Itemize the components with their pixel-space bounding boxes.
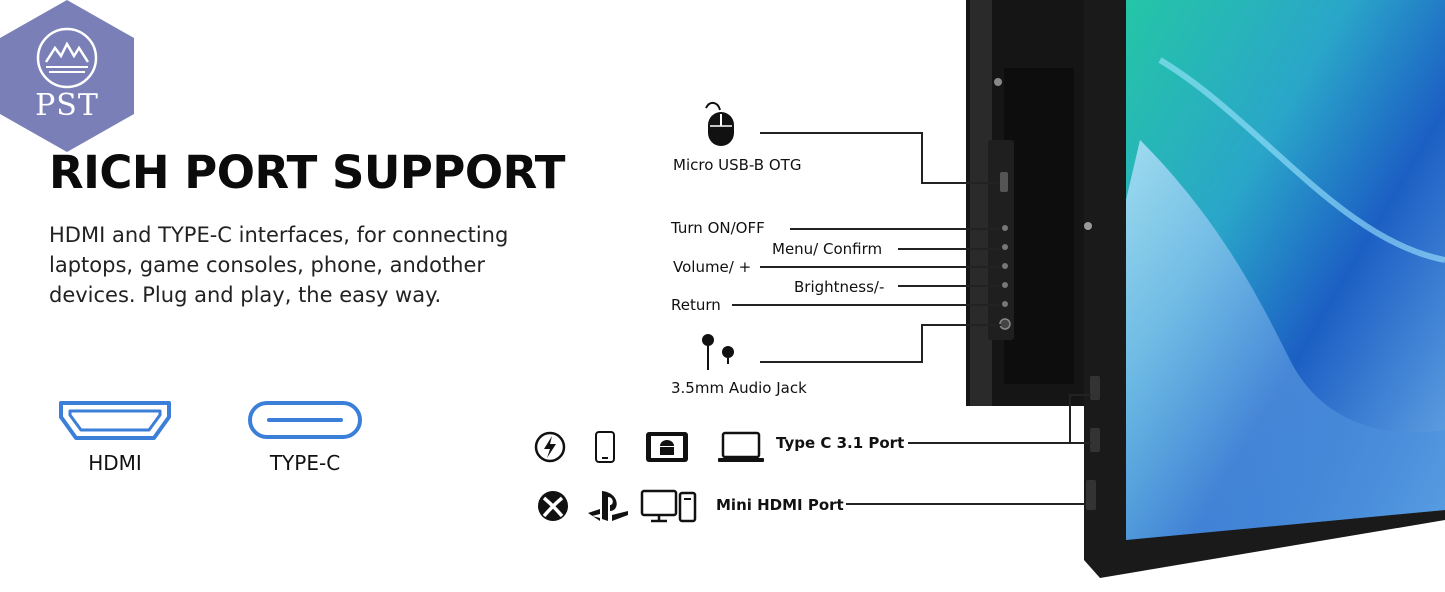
callout-type-c: Type C 3.1 Port — [776, 434, 905, 452]
leader-line — [921, 324, 923, 363]
leader-line — [921, 132, 923, 184]
hdmi-icon — [58, 400, 172, 446]
leader-line — [732, 304, 1000, 306]
callout-return: Return — [671, 296, 721, 314]
leader-line — [1069, 394, 1091, 396]
pst-logo: PST — [0, 0, 134, 152]
page-title: RICH PORT SUPPORT — [49, 146, 565, 199]
android-tablet-icon — [644, 430, 690, 468]
callout-brightness: Brightness/- — [794, 278, 885, 296]
playstation-icon — [586, 489, 630, 527]
monitor-illustration — [966, 0, 1445, 578]
leader-line — [760, 361, 922, 363]
callout-micro-usb: Micro USB-B OTG — [673, 156, 802, 174]
leader-line — [921, 324, 1001, 326]
leader-line — [921, 182, 999, 184]
leader-line — [760, 132, 922, 134]
laptop-icon — [716, 430, 766, 468]
callout-power: Turn ON/OFF — [671, 219, 765, 237]
type-c-icon — [247, 400, 363, 444]
leader-line — [760, 266, 1000, 268]
callout-menu: Menu/ Confirm — [772, 240, 883, 258]
logo-text: PST — [35, 88, 99, 123]
leader-line — [790, 228, 1000, 230]
description: HDMI and TYPE-C interfaces, for connecti… — [49, 223, 509, 307]
leader-line — [1069, 442, 1091, 444]
leader-line — [1069, 394, 1071, 444]
xbox-icon — [536, 489, 570, 527]
leader-line — [898, 248, 1000, 250]
leader-line — [898, 285, 1000, 287]
callout-volume: Volume/ + — [673, 258, 752, 276]
earphones-icon — [698, 332, 738, 376]
leader-line — [908, 442, 1070, 444]
callout-audio-jack: 3.5mm Audio Jack — [671, 379, 807, 397]
callout-mini-hdmi: Mini HDMI Port — [716, 496, 844, 514]
mouse-icon — [698, 98, 738, 152]
logo-hexagon — [0, 0, 134, 152]
port-label-hdmi: HDMI — [88, 451, 142, 475]
phone-icon — [594, 430, 616, 468]
port-label-type-c: TYPE-C — [269, 451, 341, 475]
charging-icon — [534, 431, 566, 467]
desktop-pc-icon — [640, 489, 698, 527]
leader-line — [846, 503, 1086, 505]
